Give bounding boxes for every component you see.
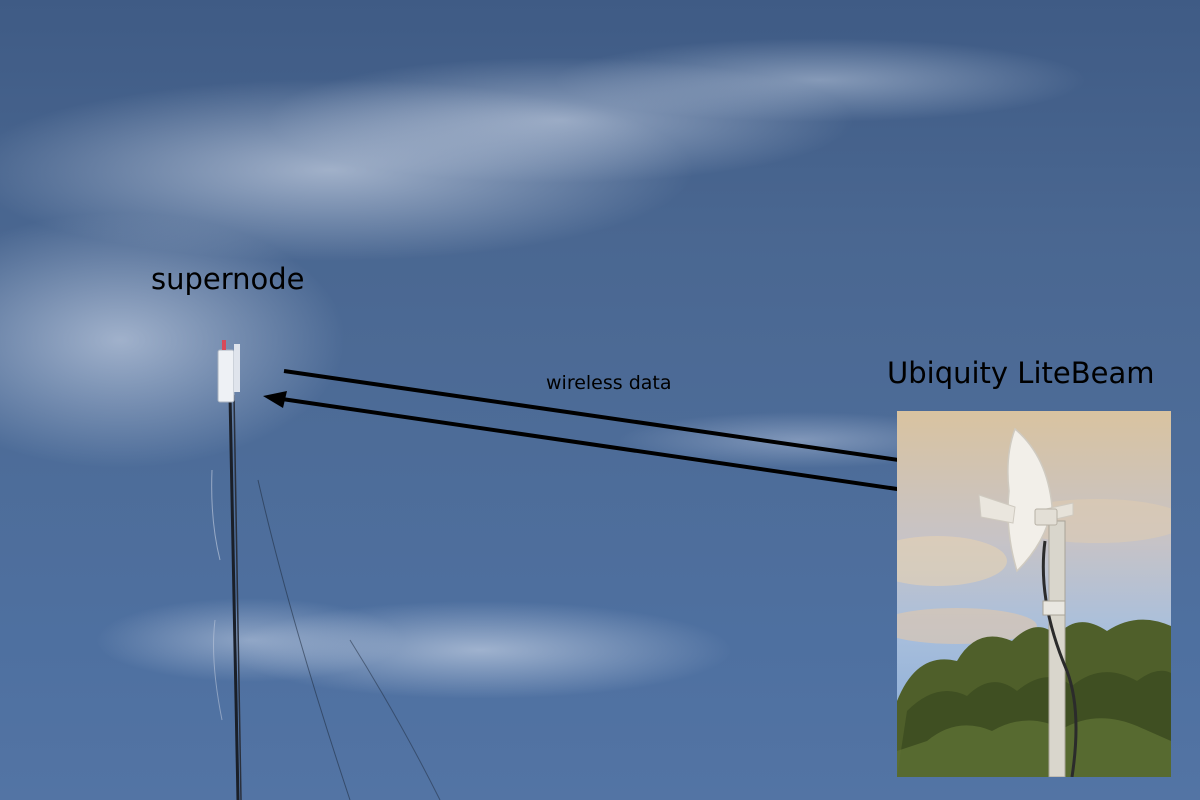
arrow-out-icon xyxy=(283,369,941,468)
litebeam-label: Ubiquity LiteBeam xyxy=(887,356,1155,390)
supernode-label: supernode xyxy=(151,262,305,296)
litebeam-dish-icon xyxy=(897,411,1171,777)
litebeam-photo-inset xyxy=(897,411,1171,777)
wireless-data-label: wireless data xyxy=(546,372,672,394)
arrow-back-icon xyxy=(281,397,939,497)
